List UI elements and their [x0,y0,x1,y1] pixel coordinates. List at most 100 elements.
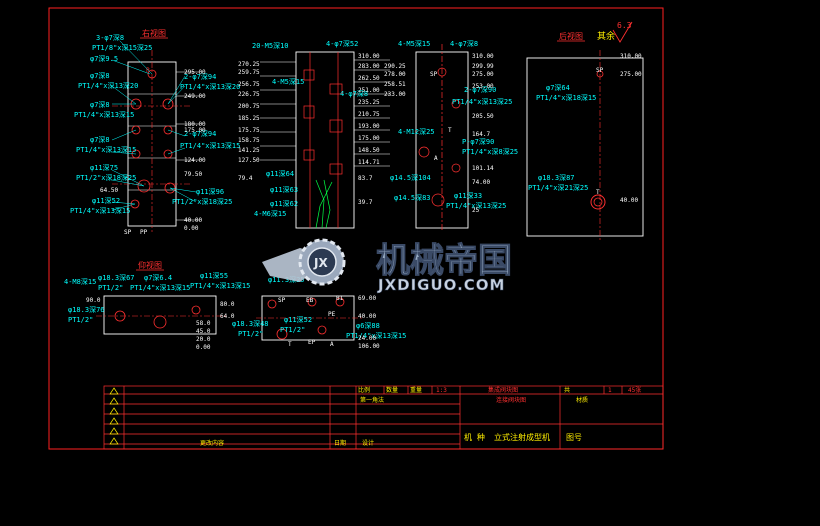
dim-text: 256.75 [238,81,260,88]
hole-label-b18: PT1/4"x深13深15 [346,331,406,340]
port-sp-bc: SP [278,297,286,304]
hole-label-l8: φ7深8 [90,135,110,144]
dim-text: 0.00 [196,344,211,351]
scale-label: 比例 [358,386,370,394]
change-content-label: 更改内容 [200,439,224,447]
port-eb-bc: EB [306,297,314,304]
port-sp-front: SP [124,229,132,236]
port-p-front: P [146,67,150,74]
dim-text: 258.51 [384,81,406,88]
dim-text: 175.00 [358,135,380,142]
hole-label-r5: φ11深96 [196,187,224,196]
machine-label: 机 种 [464,432,485,442]
bottom-center-view: SP EB B1 PE T EP A φ11.3深25 φ18.3深48 PT1… [232,275,406,350]
stamp-text: 连接阀块图 [496,396,526,404]
dim-text: 64.50 [100,187,118,194]
dim-text: 74.00 [472,179,490,186]
front-view: P SP PP 3-φ7深8 PT1/8"x深15深25 φ7深9.5 φ7深8… [70,33,240,236]
roughness-label: 其余 [597,30,615,42]
drawing-title: 集成阀块图 [488,386,518,394]
hole-label-c9: PT1/4"x深8深25 [462,147,518,156]
sheet-label: 共 [564,386,570,394]
hole-label-c16: φ11深63 [270,185,298,194]
dim-text: 24.00 [358,335,376,342]
hole-label-r2: PT1/4"x深13深20 [180,82,240,91]
hole-label-k2: PT1/4"x深18深15 [536,93,596,102]
dim-text: 210.75 [358,111,380,118]
dim-text: 270.25 [238,61,260,68]
hole-label-l2: PT1/8"x深15深25 [92,43,152,52]
hole-label-b2: φ18.3深67 [98,273,135,282]
hole-label-c17: φ11深62 [270,199,298,208]
dim-text: 0.00 [184,225,199,232]
hole-label-b16: PT1/2" [280,326,305,334]
hole-label-r6: PT1/2"x深18深25 [172,197,232,206]
hole-label-b9: PT1/2" [68,316,93,324]
dim-text: 25 [472,207,480,214]
design-label: 设计 [362,439,374,447]
dim-text: 180.00 [184,121,206,128]
dim-text: 235.25 [358,99,380,106]
roughness-icon [612,21,633,43]
hole-label-c3: 4-M5深15 [272,77,304,86]
hole-label-c6: PT1/4"x深13深25 [452,97,512,106]
hole-label-l9: PT1/4"x深13深15 [76,145,136,154]
hole-label-b3: PT1/2" [98,284,123,292]
hole-label-b14: PT1/2" [238,330,263,338]
watermark-title: 机械帝国 [376,241,512,281]
dim-text: 83.7 [358,175,373,182]
port-t-bc: T [288,341,292,348]
port-a-right: A [434,155,438,162]
view-label-front: 右视图 [142,28,166,38]
port-ep-bc: EP [308,339,316,346]
hole-label-r3: 2-φ7深94 [184,129,216,138]
port-pe-bc: PE [328,311,336,318]
hole-label-b8: φ18.3深76 [68,305,105,314]
dim-text: 114.71 [358,159,380,166]
dim-text: 251.00 [358,87,380,94]
port-t-back: T [596,189,600,196]
dim-text: 79.4 [238,175,253,182]
dim-text: 253.00 [472,83,494,90]
hole-label-c15: φ11深64 [266,169,294,178]
dim-text: 148.50 [358,147,380,154]
dim-text: 310.00 [358,53,380,60]
hole-label-l7: PT1/4"x深13深15 [74,110,134,119]
port-sp-back: SP [596,67,604,74]
dim-text: 249.00 [184,93,206,100]
hole-label-k3: φ18.3深87 [538,173,575,182]
port-a-bc: A [330,341,334,348]
dim-text: 295.00 [184,69,206,76]
dim-text: 259.75 [238,69,260,76]
dim-text: 200.75 [238,103,260,110]
hole-label-l4: φ7深8 [90,71,110,80]
dim-text: 45.0 [196,328,211,335]
hole-label-k4: PT1/4"x深21深25 [528,183,588,192]
hole-label-c10: φ11深33 [454,191,482,200]
hole-label-l12: φ11深52 [92,196,120,205]
right-side-view: 4-M5深15 4-φ7深8 2-φ7深90 PT1/4"x深13深25 4-M… [384,39,518,232]
dim-text: 40.00 [620,197,638,204]
hole-label-b17: φ6深88 [356,321,380,330]
dim-text: 80.0 [220,301,235,308]
scale-value: 1:3 [436,387,447,394]
sheet-total: 45张 [628,386,641,394]
hole-label-c8: P-φ7深90 [462,137,494,146]
view-label-back: 后视图 [559,31,583,41]
hole-label-c2: 4-φ7深52 [326,39,358,48]
dim-text: 39.7 [358,199,373,206]
hole-label-c11: PT1/4"x深13深25 [446,201,506,210]
dim-text: 40.00 [358,313,376,320]
watermark-badge: JX [313,256,328,270]
dim-text: 101.14 [472,165,494,172]
dim-text: 175.00 [184,127,206,134]
hole-label-b7: PT1/4"x深13深15 [190,281,250,290]
dim-text: 20.0 [196,336,211,343]
hole-label-k1: φ7深64 [546,83,570,92]
dim-text: 226.75 [238,91,260,98]
hole-label-c12: φ14.5深104 [390,173,431,182]
hole-label-l6: φ7深8 [90,100,110,109]
date-label: 日期 [334,439,346,447]
dim-text: 164.7 [472,131,490,138]
